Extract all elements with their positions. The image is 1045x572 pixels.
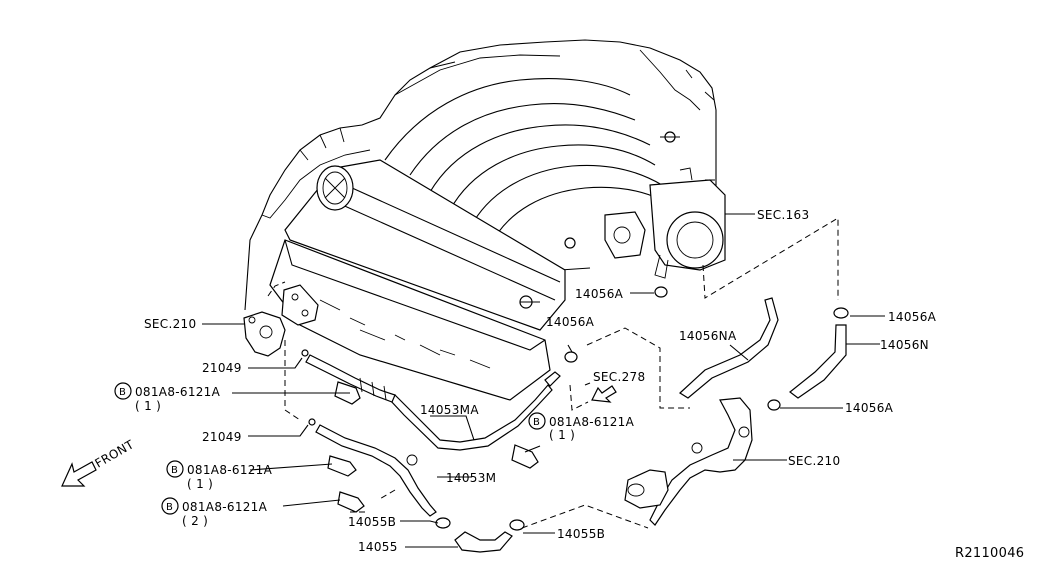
bolt-callout-qty: ( 1 ): [549, 428, 575, 442]
bolt-callout-circle: [114, 382, 132, 400]
label-14053m: 14053M: [446, 471, 496, 485]
label-14056n: 14056N: [880, 338, 929, 352]
bolt-callout-circle: [166, 460, 184, 478]
label-21049-lower: 21049: [202, 430, 242, 444]
part-labels: SEC.163 14056A 14056A 14056N 14056A 1405…: [144, 208, 1024, 561]
bolt-callout-3: B 081A8-6121A ( 1 ): [166, 460, 273, 491]
bolt-callout-circle: [161, 497, 179, 515]
label-14055b-left: 14055B: [348, 515, 396, 529]
bolt-callout-qty: ( 1 ): [187, 477, 213, 491]
engine-assembly: [244, 39, 717, 401]
label-14055b-right: 14055B: [557, 527, 605, 541]
label-sec163: SEC.163: [757, 208, 809, 222]
diagram-code: R2110046: [955, 546, 1024, 561]
bolt-callout-symbol: B: [533, 417, 540, 428]
front-arrow: FRONT: [61, 437, 137, 487]
bolt-callout-symbol: B: [166, 502, 173, 513]
dashed-lines: [267, 217, 839, 529]
bolt-callout-part: 081A8-6121A: [182, 500, 268, 514]
bolt-callout-symbol: B: [119, 387, 126, 398]
label-14056a-right: 14056A: [888, 310, 937, 324]
bolt-callout-symbol: B: [171, 465, 178, 476]
bolt-callout-part: 081A8-6121A: [135, 385, 221, 399]
sec278-arrow-icon: [591, 385, 617, 403]
bolt-callout-1: B 081A8-6121A ( 1 ): [114, 382, 221, 413]
label-21049-upper: 21049: [202, 361, 242, 375]
throttle-body: [604, 167, 726, 279]
front-arrow-icon: [61, 461, 97, 487]
leader-lines: [202, 213, 885, 548]
bolt-callout-4: B 081A8-6121A ( 2 ): [161, 497, 268, 528]
label-14056na: 14056NA: [679, 329, 737, 343]
bolt-4-icon: [337, 491, 365, 513]
label-14056a-throttle: 14056A: [575, 287, 624, 301]
bolt-callout-part: 081A8-6121A: [187, 463, 273, 477]
label-14056a-center: 14056A: [546, 315, 595, 329]
label-14053ma: 14053MA: [420, 403, 479, 417]
label-14056a-lower: 14056A: [845, 401, 894, 415]
bolt-callout-2: B 081A8-6121A ( 1 ): [528, 412, 635, 442]
label-sec210-left: SEC.210: [144, 317, 196, 331]
bolt-callout-qty: ( 2 ): [182, 514, 208, 528]
bolt-callout-part: 081A8-6121A: [549, 415, 635, 429]
hoses-and-pipes: [243, 286, 849, 553]
front-label: FRONT: [93, 437, 137, 471]
bolt-callout-circle: [528, 412, 546, 430]
bolt-callout-qty: ( 1 ): [135, 399, 161, 413]
label-sec278: SEC.278: [593, 370, 645, 384]
label-14055: 14055: [358, 540, 398, 554]
bolt-3-icon: [327, 455, 357, 477]
label-sec210-right: SEC.210: [788, 454, 840, 468]
